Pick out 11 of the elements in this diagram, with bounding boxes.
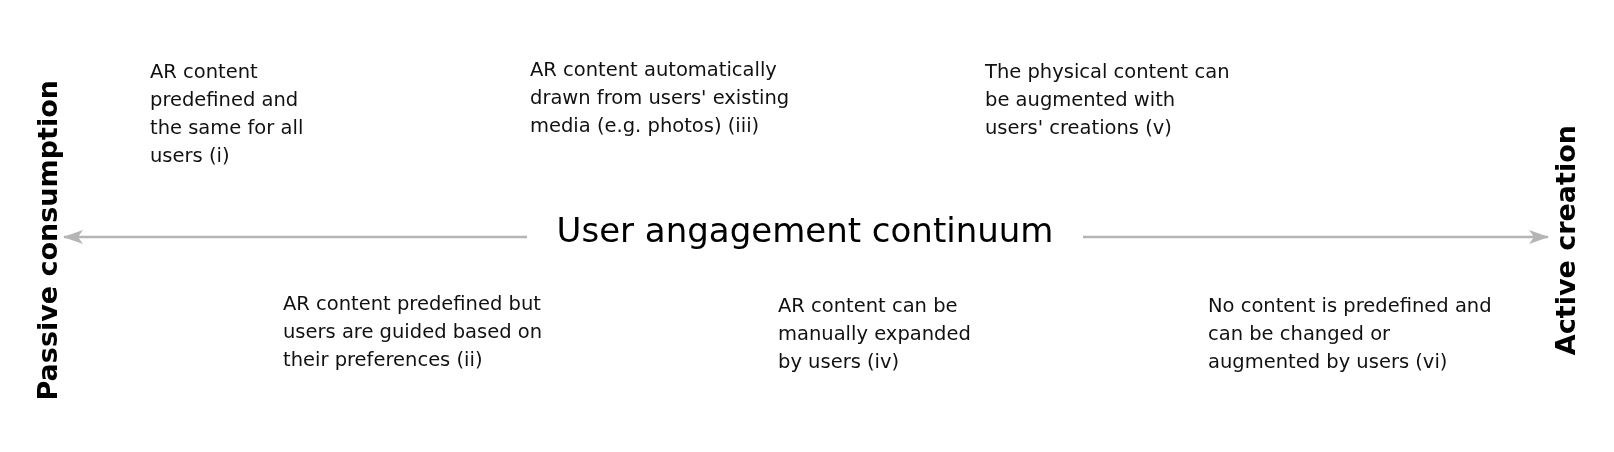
stage-description: AR content can be manually expanded by users (iv) [778,293,972,375]
stage-description: AR content predefined and the same for all users (i) [150,59,305,169]
stage-description: AR content automatically drawn from users' existing media (e.g. photos) (iii) [530,57,791,139]
stage-description: The physical content can be augmented with users' creations (v) [985,59,1231,141]
axis-end-label: Passive consumption [31,79,63,401]
arrow [1083,230,1549,244]
axis-end-label: Active creation [1549,124,1581,356]
stage-description: No content is predefined and can be changed or augmented by users (vi) [1208,293,1493,375]
axis-title: User angagement continuum [556,210,1054,250]
stage-description: AR content predefined but users are guided based on their preferences (ii) [283,291,544,373]
arrow [63,230,527,244]
